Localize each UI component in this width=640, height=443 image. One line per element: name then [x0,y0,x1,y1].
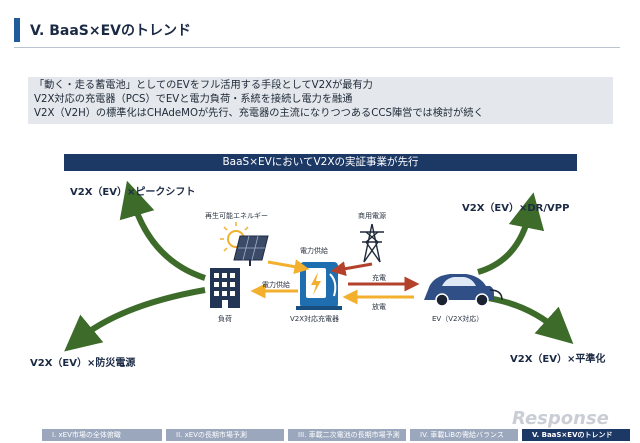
charger-icon [296,262,342,310]
label-charge: 充電 [372,274,386,282]
arrow-dr-vpp [477,192,545,275]
summary-line-3: V2X（V2H）の標準化はCHAdeMOが先行、充電器の主流になりつつあるCCS… [34,108,484,119]
solar-panel-icon [220,222,269,266]
label-load: 負荷 [218,315,232,323]
nav-item-1[interactable]: I. xEV市場の全体俯瞰 [42,429,162,441]
label-discharge: 放電 [372,303,386,311]
transmission-tower-icon [360,223,384,263]
label-grid: 商用電源 [358,212,386,220]
nav-item-5[interactable]: V. BaaS×EVのトレンド [522,429,630,441]
label-dr-vpp: V2X（EV）×DR/VPP [462,203,570,214]
electric-car-icon [424,274,503,307]
building-icon [210,268,240,308]
label-power-supply-left: 電力供給 [262,281,290,289]
label-renewable: 再生可能エネルギー [205,212,268,220]
label-disaster-power: V2X（EV）×防災電源 [30,358,136,369]
title-divider [14,47,620,48]
flow-renewable-to-charger [267,259,310,275]
arrow-peak-shift [119,180,206,281]
arrow-disaster-power [64,287,206,352]
nav-item-3[interactable]: III. 車載二次電池の長期市場予測 [288,429,406,441]
label-peak-shift: V2X（EV）×ピークシフト [70,187,196,198]
label-leveling: V2X（EV）×平準化 [510,354,606,365]
page-title: V. BaaS×EVのトレンド [30,23,191,39]
label-charger: V2X対応充電器 [290,315,340,323]
flow-grid-to-charger [330,261,373,277]
nav-item-4[interactable]: IV. 車載LiBの需給バランス [410,429,518,441]
section-band: BaaS×EVにおいてV2Xの実証事業が先行 [64,154,577,171]
label-ev: EV（V2X対応） [432,315,484,323]
summary-line-2: V2X対応の充電器（PCS）でEVと電力負荷・系統を接続し電力を融通 [34,94,353,105]
label-power-supply-top: 電力供給 [300,247,328,255]
arrow-leveling [487,295,574,345]
summary-box: 「動く・走る蓄電池」としてのEVをフル活用する手段としてV2Xが最有力 V2X対… [28,77,613,124]
title-accent-bar [14,18,20,42]
watermark-logo: Response [512,408,609,429]
nav-item-2[interactable]: II. xEVの長期市場予測 [166,429,284,441]
section-nav: I. xEV市場の全体俯瞰 II. xEVの長期市場予測 III. 車載二次電池… [0,426,640,443]
summary-line-1: 「動く・走る蓄電池」としてのEVをフル活用する手段としてV2Xが最有力 [34,80,373,91]
